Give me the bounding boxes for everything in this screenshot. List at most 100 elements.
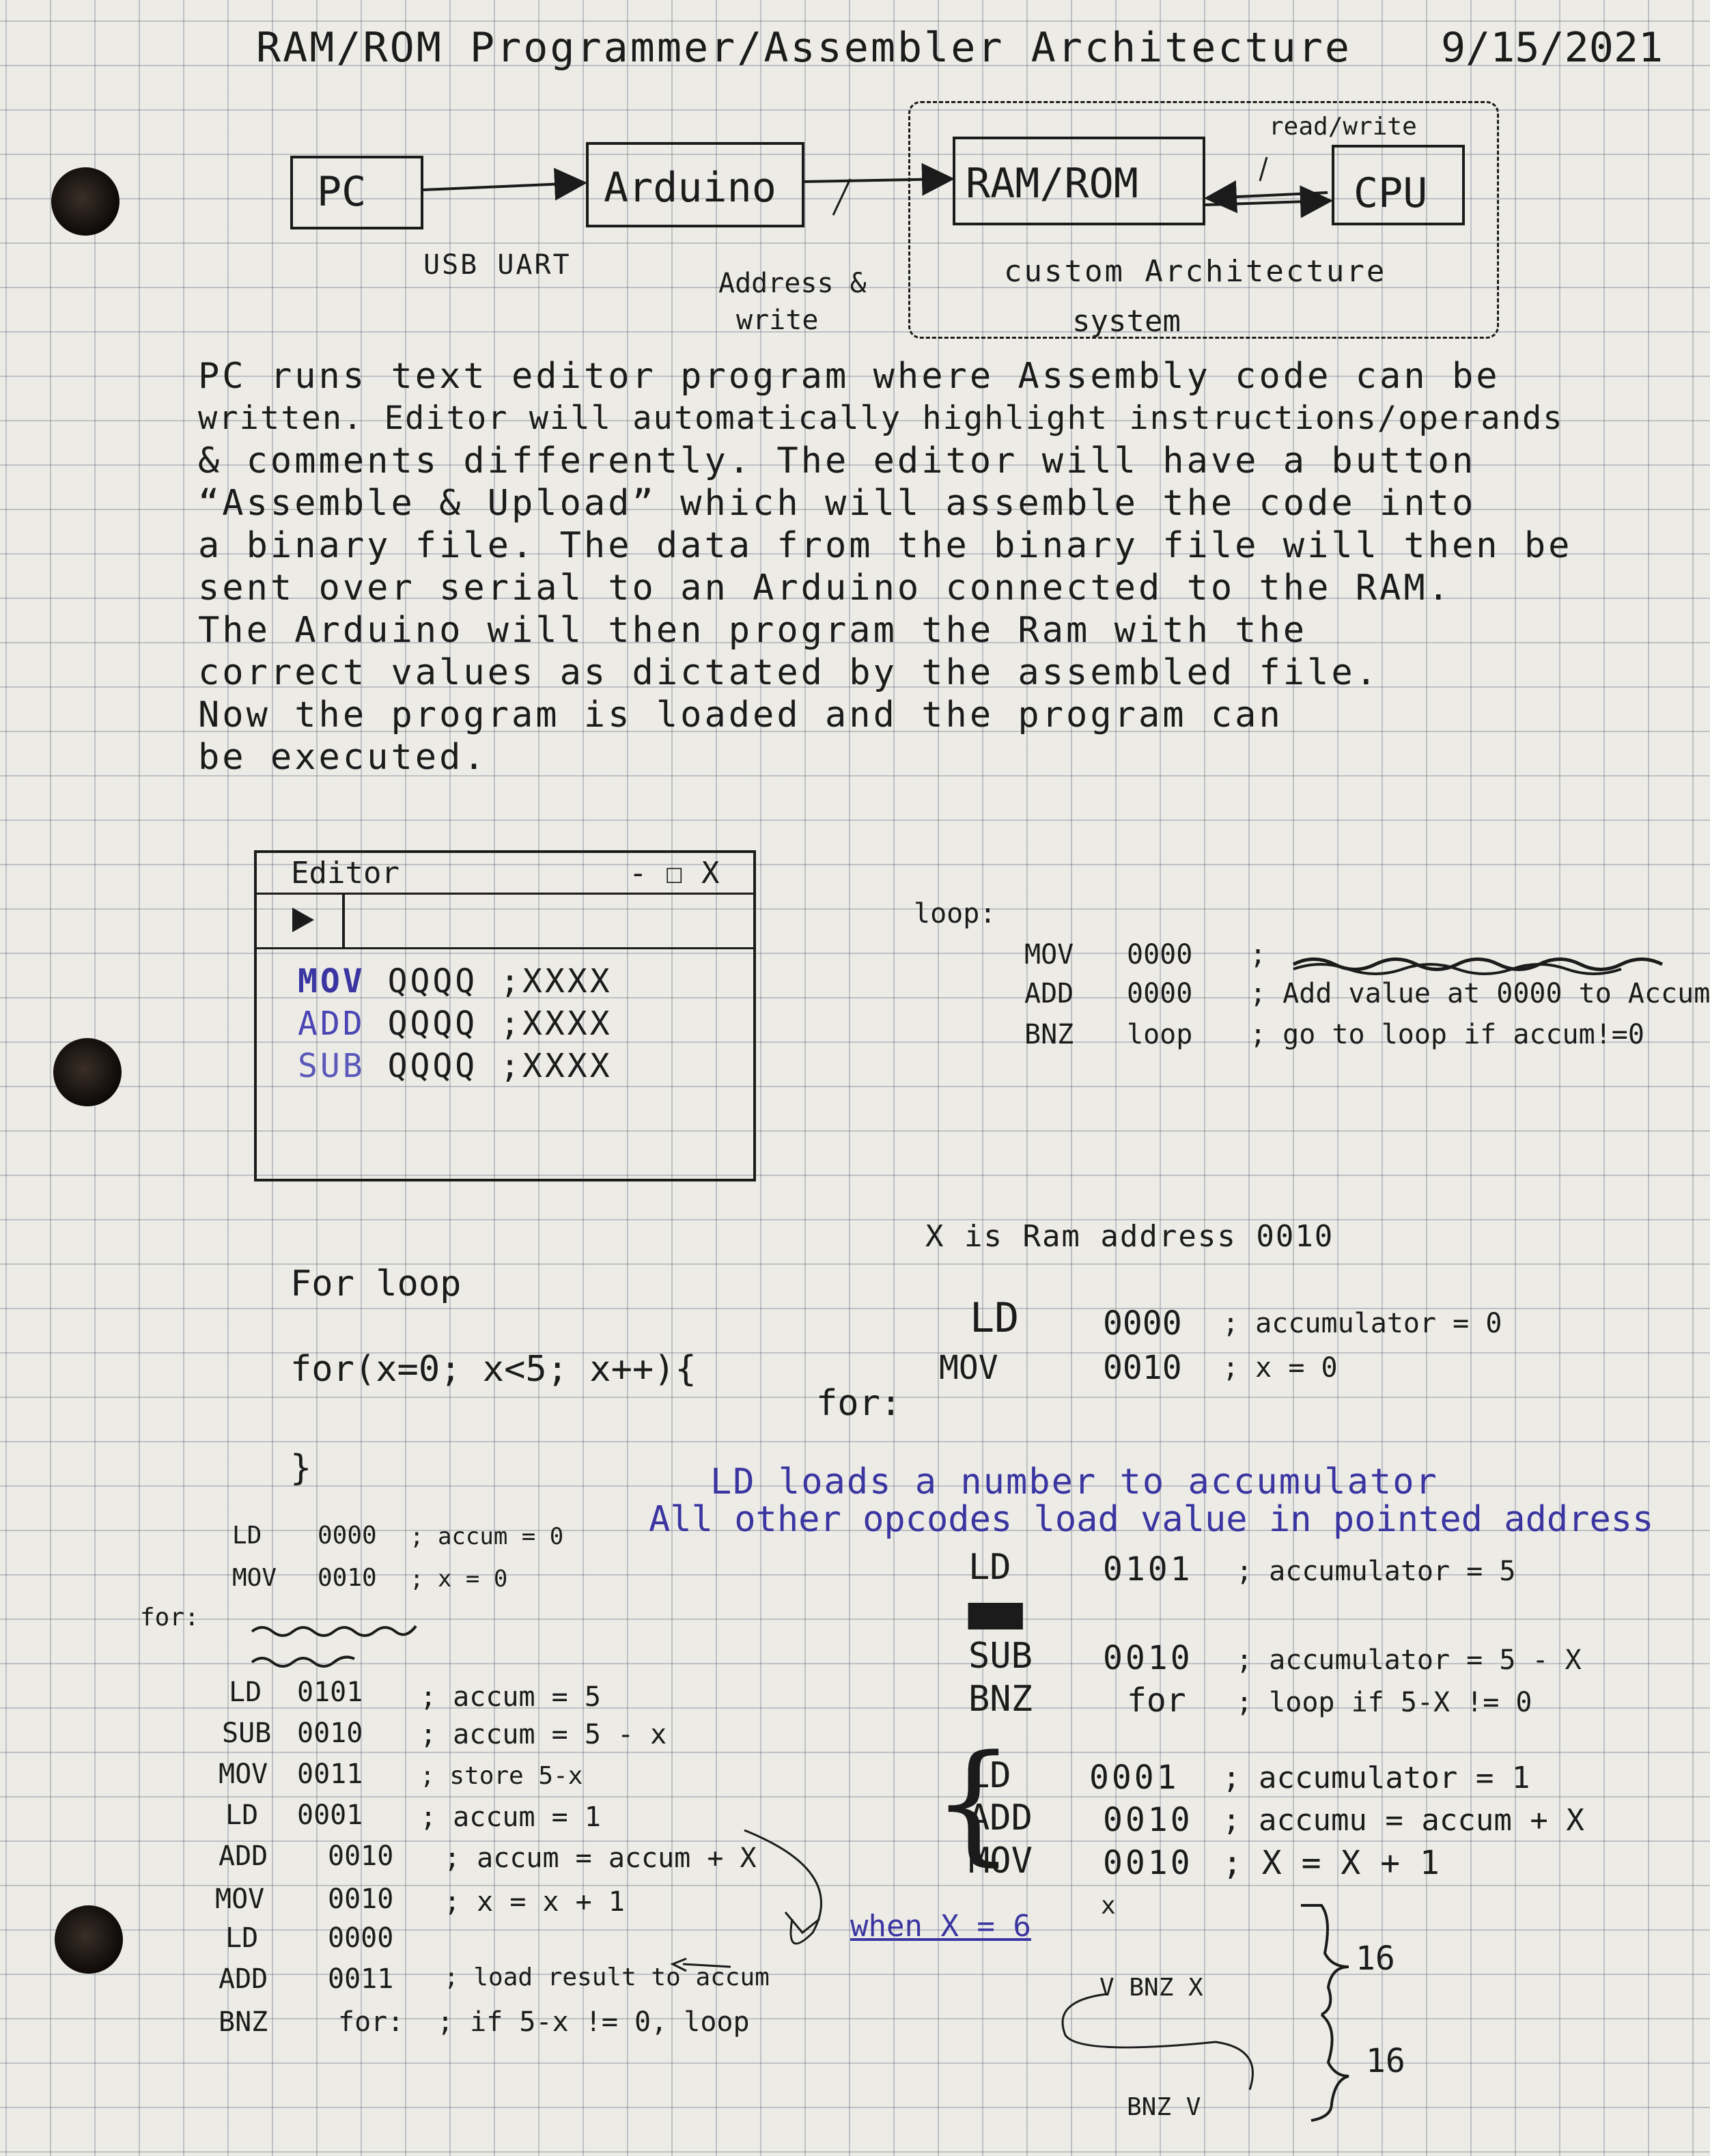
count-16-a: 16 [1356, 1940, 1395, 1978]
custom-architecture-boundary [908, 101, 1499, 339]
editor-window-sketch: Editor - ☐ X MOV QQQQ ;XXXX ADD QQQQ ;XX… [254, 850, 756, 1181]
bus-slash [832, 178, 852, 216]
usb-uart-label: USB UART [423, 249, 572, 281]
init-op: MOV [939, 1349, 998, 1387]
window-controls: - ☐ X [629, 856, 720, 891]
left-arg: 0000 [318, 1522, 377, 1550]
description-paragraph: PC runs text editor program where Assemb… [198, 355, 1653, 779]
loop-op: MOV [1024, 939, 1074, 970]
editor-arg: QQQQ [387, 1047, 478, 1085]
left-block-comment: ; x = x + 1 [444, 1886, 625, 1918]
right-comment: ; accumulator = 5 - X [1236, 1644, 1582, 1676]
crossed-out-word: ▆▆▆ [968, 1595, 1023, 1629]
right2-op: LD [968, 1755, 1011, 1796]
arduino-label: Arduino [604, 164, 776, 212]
left-block-arg: 0011 [328, 1963, 394, 1995]
right2-op: MOV [968, 1840, 1033, 1881]
readwrite-label: read/write [1269, 113, 1417, 141]
paragraph-line: PC runs text editor program where Assemb… [198, 356, 1500, 397]
address-label: Address & [718, 268, 867, 299]
ramrom-label: RAM/ROM [966, 160, 1138, 208]
right2-op: ADD [968, 1797, 1033, 1838]
editor-row: MOV QQQQ ;XXXX [298, 962, 613, 1000]
left-block-arg: 0010 [297, 1718, 363, 1749]
right2-comment: ; accumu = accum + X [1222, 1803, 1584, 1838]
cpu-box: CPU [1332, 145, 1465, 225]
right2-arg: 0001 [1089, 1759, 1179, 1797]
editor-comment: ;XXXX [500, 1005, 613, 1043]
paragraph-line: Now the program is loaded and the progra… [198, 695, 1283, 736]
right-comment: ; loop if 5-X != 0 [1236, 1687, 1532, 1718]
bus-slash [1259, 156, 1268, 182]
right-op: BNZ [968, 1679, 1033, 1720]
bnz-v-note: BNZ V [1127, 2093, 1201, 2121]
binder-hole [53, 1038, 122, 1106]
left-block-arg: for: [338, 2006, 404, 2038]
right2-arg: 0010 [1103, 1801, 1193, 1839]
left-block-op: LD [225, 1922, 259, 1954]
blue-note-line-1: LD loads a number to accumulator [710, 1461, 1438, 1502]
loop-label: loop: [914, 898, 996, 929]
left-block-op: SUB [222, 1718, 272, 1749]
editor-title: Editor [291, 856, 400, 891]
left-op: MOV [232, 1564, 277, 1592]
editor-op: ADD [298, 1005, 365, 1043]
left-block-comment: ; accum = accum + X [444, 1843, 757, 1874]
left-block-comment: ; accum = 5 - x [420, 1719, 667, 1750]
left-block-arg: 0010 [328, 1840, 394, 1872]
loop-comment: ; go to loop if accum!=0 [1250, 1019, 1644, 1050]
address-arrow [804, 163, 955, 196]
editor-toolbar [257, 893, 753, 949]
date: 9/15/2021 [1441, 24, 1664, 72]
loop-arg: 0000 [1127, 978, 1193, 1009]
loop-op: ADD [1024, 978, 1074, 1009]
init-arg: 0000 [1103, 1304, 1182, 1343]
left-block-arg: 0101 [297, 1677, 363, 1708]
left-block-arg: 0011 [297, 1759, 363, 1790]
left-block-op: MOV [215, 1884, 265, 1915]
init-op: LD [970, 1294, 1020, 1342]
editor-arg: QQQQ [387, 1005, 478, 1043]
paragraph-line: sent over serial to an Arduino connected… [198, 568, 1452, 608]
for-loop-heading: For loop [290, 1263, 462, 1304]
blue-note-line-2: All other opcodes load value in pointed … [649, 1499, 1654, 1540]
play-icon [292, 908, 314, 932]
binder-hole [51, 167, 120, 236]
init-comment: ; x = 0 [1222, 1352, 1338, 1384]
editor-comment: ;XXXX [500, 1047, 613, 1085]
diagram-arrows [423, 156, 1333, 219]
right-arg: 0010 [1103, 1639, 1193, 1677]
right-op: LD [968, 1547, 1011, 1588]
left-comment: ; accum = 0 [410, 1523, 564, 1550]
editor-titlebar: Editor - ☐ X [257, 853, 753, 895]
when-note: when X = 6 [850, 1909, 1031, 1944]
right2-arg: 0010 [1103, 1844, 1193, 1882]
cpu-label: CPU [1354, 169, 1428, 217]
left-block-arg: 0010 [328, 1884, 394, 1915]
editor-row: SUB QQQQ ;XXXX [298, 1047, 613, 1085]
left-op: LD [232, 1522, 262, 1550]
page-title: RAM/ROM Programmer/Assembler Architectur… [256, 24, 1352, 72]
count-16-b: 16 [1366, 2042, 1405, 2080]
bnz-x-note: V BNZ X [1099, 1974, 1203, 2002]
left-arg: 0010 [318, 1564, 377, 1592]
custom-architecture-label: custom Architecture [1004, 254, 1387, 289]
pc-box: PC [290, 156, 423, 229]
left-block-op: LD [229, 1677, 262, 1708]
paragraph-line: a binary file. The data from the binary … [198, 525, 1573, 566]
x-mark: x [1101, 1892, 1116, 1920]
left-block-comment: ; load result to accum [444, 1963, 770, 1991]
paragraph-line: The Arduino will then program the Ram wi… [198, 610, 1308, 651]
brace: { [932, 1727, 1015, 1878]
left-block-arg: 0000 [328, 1922, 394, 1954]
paragraph-line: “Assemble & Upload” which will assemble … [198, 483, 1476, 524]
loop-op: BNZ [1024, 1019, 1074, 1050]
left-block-op: MOV [219, 1759, 268, 1790]
right-comment: ; accumulator = 5 [1236, 1556, 1516, 1587]
binder-hole [55, 1905, 123, 1974]
left-block-comment: ; accum = 1 [420, 1802, 601, 1833]
readwrite-arrow-left [1204, 180, 1328, 214]
system-label: system [1072, 304, 1181, 339]
usb-arrow [423, 167, 587, 201]
left-block-comment: ; if 5-x != 0, loop [437, 2006, 750, 2038]
